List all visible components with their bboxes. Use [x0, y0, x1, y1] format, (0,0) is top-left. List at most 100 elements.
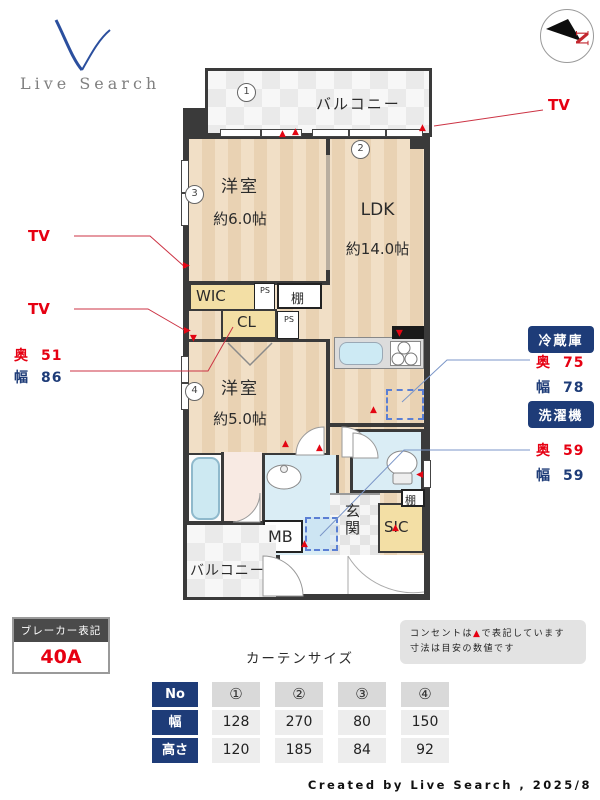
curtain-no-3: ③: [338, 682, 386, 707]
washer-depth-label: 奥: [536, 443, 551, 459]
cl-width-label: 幅: [14, 370, 29, 386]
washer-width-label: 幅: [536, 468, 551, 484]
outlet-marker: ▲: [419, 123, 426, 133]
curtain-marker-4: 4: [185, 382, 204, 401]
outlet-marker: ▲: [190, 333, 197, 343]
window-1b: [261, 129, 302, 137]
box-shelf-1: [277, 283, 322, 309]
curtain-marker-3: 3: [185, 185, 204, 204]
wall-corner-block: [410, 133, 430, 149]
outlet-marker: ▲: [316, 443, 323, 453]
tv-label-1: TV: [28, 227, 50, 245]
fridge-depth-row: 奥 75: [536, 352, 584, 372]
breaker-box: ブレーカー表記 40A: [12, 617, 110, 674]
outlet-marker: ▲: [301, 539, 308, 549]
wall-west5-top: [189, 339, 330, 342]
window-2a: [312, 129, 349, 137]
curtain-no-1: ①: [212, 682, 260, 707]
tv-line-2: [74, 308, 187, 332]
curtain-row-header-no: No: [152, 682, 198, 707]
wall-balcony-bottom-top: [183, 521, 280, 525]
ldk-name: LDK: [360, 200, 395, 220]
fridge-width-value: 78: [563, 380, 585, 396]
tv-label-top: TV: [548, 96, 570, 114]
curtain-height-4: 92: [401, 738, 449, 763]
outlet-marker: ▲: [279, 129, 286, 139]
note-box: コンセントは▲で表記しています 寸法は目安の数値です: [400, 620, 586, 664]
note-triangle-icon: ▲: [473, 629, 482, 639]
curtain-marker-1: 1: [237, 83, 256, 102]
window-4a: [181, 356, 189, 383]
cl-label: CL: [237, 313, 256, 331]
cl-depth-value: 51: [41, 348, 63, 364]
balcony-bottom: [187, 525, 276, 597]
curtain-no-4: ④: [401, 682, 449, 707]
compass-arrow-icon: [546, 19, 581, 41]
outlet-marker: ▲: [370, 405, 377, 415]
window-2c: [386, 129, 423, 137]
cl-width-value: 86: [41, 370, 63, 386]
shelf-label-1: 棚: [291, 292, 305, 307]
logo: Live Search: [18, 12, 178, 102]
compass-north-letter: N: [570, 30, 591, 46]
fridge-depth-label: 奥: [536, 355, 551, 371]
shelf-label-2: 棚: [405, 494, 416, 507]
fridge-badge: 冷蔵庫: [528, 326, 594, 353]
stove: [390, 341, 421, 366]
west6-area: 約6.0帖: [213, 210, 267, 228]
fridge-width-label: 幅: [536, 380, 551, 396]
curtain-no-2: ②: [275, 682, 323, 707]
west5-name: 洋室: [221, 379, 259, 399]
fridge-space: [386, 389, 424, 420]
genkan-label: 玄関: [343, 503, 361, 537]
logo-text: Live Search: [20, 74, 161, 93]
sliding-door: [326, 155, 330, 270]
cl-depth-row: 奥 51: [14, 345, 62, 365]
fridge-depth-value: 75: [563, 355, 585, 371]
washer-badge: 洗濯機: [528, 401, 594, 428]
mb-label: MB: [268, 527, 293, 546]
outlet-marker: ▲: [396, 328, 403, 338]
curtain-width-2: 270: [275, 710, 323, 735]
tv-label-2: TV: [28, 300, 50, 318]
note-line-2: 寸法は目安の数値です: [410, 644, 516, 654]
breaker-value: 40A: [40, 646, 82, 668]
range-hood: [392, 326, 424, 339]
curtain-row-header-width: 幅: [152, 710, 198, 735]
outlet-marker: ▲: [292, 127, 299, 137]
kitchen-sink: [339, 342, 383, 365]
outlet-marker: ▲: [392, 523, 399, 533]
curtain-marker-2: 2: [351, 140, 370, 159]
washer-width-row: 幅 59: [536, 465, 584, 485]
vestibule: [280, 555, 424, 594]
room-toilet: [350, 429, 424, 493]
bathtub: [191, 457, 220, 520]
note-line-1: コンセントは▲で表記しています: [410, 629, 566, 639]
cl-width-row: 幅 86: [14, 367, 62, 387]
ps-label-2: PS: [284, 315, 294, 324]
curtain-height-3: 84: [338, 738, 386, 763]
room-powder: [221, 452, 262, 521]
window-1a: [220, 129, 261, 137]
west5-area: 約5.0帖: [213, 410, 267, 428]
tv-line-1: [74, 235, 187, 269]
fridge-width-row: 幅 78: [536, 377, 584, 397]
footer-credit: Created by Live Search , 2025/8: [307, 778, 592, 792]
wic-label: WIC: [196, 287, 226, 305]
balcony-top: [205, 68, 432, 137]
ldk-area: 約14.0帖: [345, 240, 410, 258]
curtain-width-1: 128: [212, 710, 260, 735]
tv-line-top: [433, 109, 544, 127]
outlet-marker: ▲: [282, 439, 289, 449]
curtain-height-1: 120: [212, 738, 260, 763]
breaker-title: ブレーカー表記: [14, 619, 108, 642]
cl-depth-label: 奥: [14, 348, 29, 364]
curtain-width-3: 80: [338, 710, 386, 735]
curtain-width-4: 150: [401, 710, 449, 735]
outlet-marker: ▲: [414, 471, 425, 478]
west6-name: 洋室: [221, 177, 259, 197]
washer-width-value: 59: [563, 468, 585, 484]
washer-space: [305, 517, 338, 551]
